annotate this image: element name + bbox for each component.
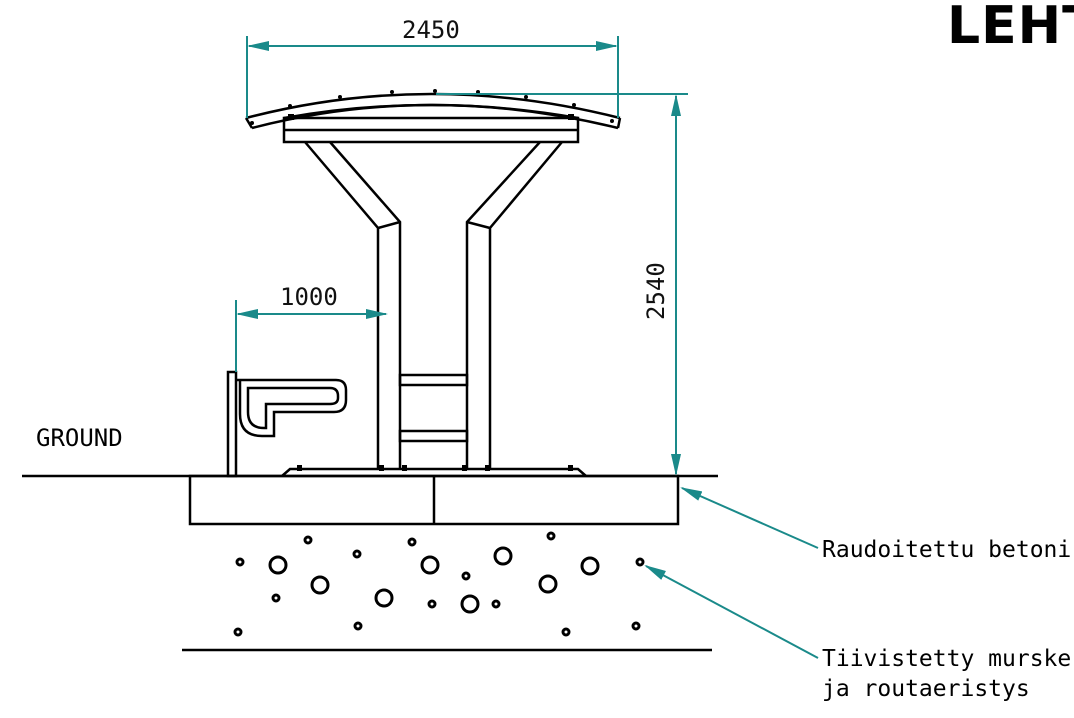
gravel-label-line2: ja routaeristys [822,676,1030,702]
roof-bolts [250,89,614,125]
dimension-height-label: 2540 [642,262,670,320]
concrete-foundation [188,474,680,526]
bench [226,370,348,478]
gravel-label-line1: Tiivistetty murske [822,646,1072,672]
dimension-offset [235,300,388,372]
shelter-frame [304,141,563,469]
dimension-width-label: 2450 [402,16,460,44]
brand-logo-text: LEHT [947,0,1074,56]
base-plate [281,467,587,477]
dimension-offset-label: 1000 [280,283,338,311]
dimension-height [436,93,688,476]
leader-gravel [644,565,819,659]
concrete-label: Raudoitettu betoni [822,537,1072,563]
concrete-callout: Raudoitettu betoni [822,535,1071,565]
leader-concrete [680,487,819,549]
dimension-width [246,36,619,118]
gravel-fill [233,531,645,637]
shelter-roof [244,92,622,144]
gravel-callout: Tiivistetty murske ja routaeristys [822,644,1071,704]
base-bolts [297,465,573,471]
ground-label: GROUND [36,424,123,452]
